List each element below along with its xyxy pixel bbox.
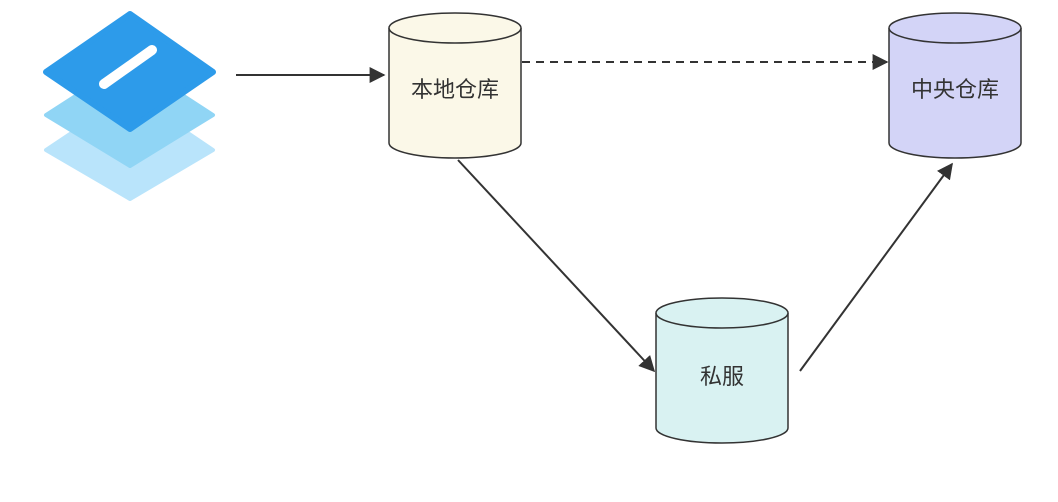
private-server-label: 私服 (700, 365, 744, 390)
local-repo-label: 本地仓库 (411, 78, 499, 103)
private-server-node: 私服 (655, 297, 789, 444)
central-repo-label: 中央仓库 (911, 78, 999, 103)
private-server-top (655, 297, 789, 329)
edges (236, 54, 953, 373)
central-repo-top (888, 12, 1022, 44)
logo-bar (99, 45, 157, 89)
maven-layers-icon (43, 11, 216, 201)
edge-private-server-to-central-repo (799, 162, 953, 372)
private-server-body (655, 313, 789, 444)
central-repo-node: 中央仓库 (888, 12, 1022, 159)
local-repo-top (388, 12, 522, 44)
edge-local-to-private-server (457, 159, 656, 373)
local-repo-body (388, 28, 522, 159)
local-repo-node: 本地仓库 (388, 12, 522, 159)
central-repo-body (888, 28, 1022, 159)
